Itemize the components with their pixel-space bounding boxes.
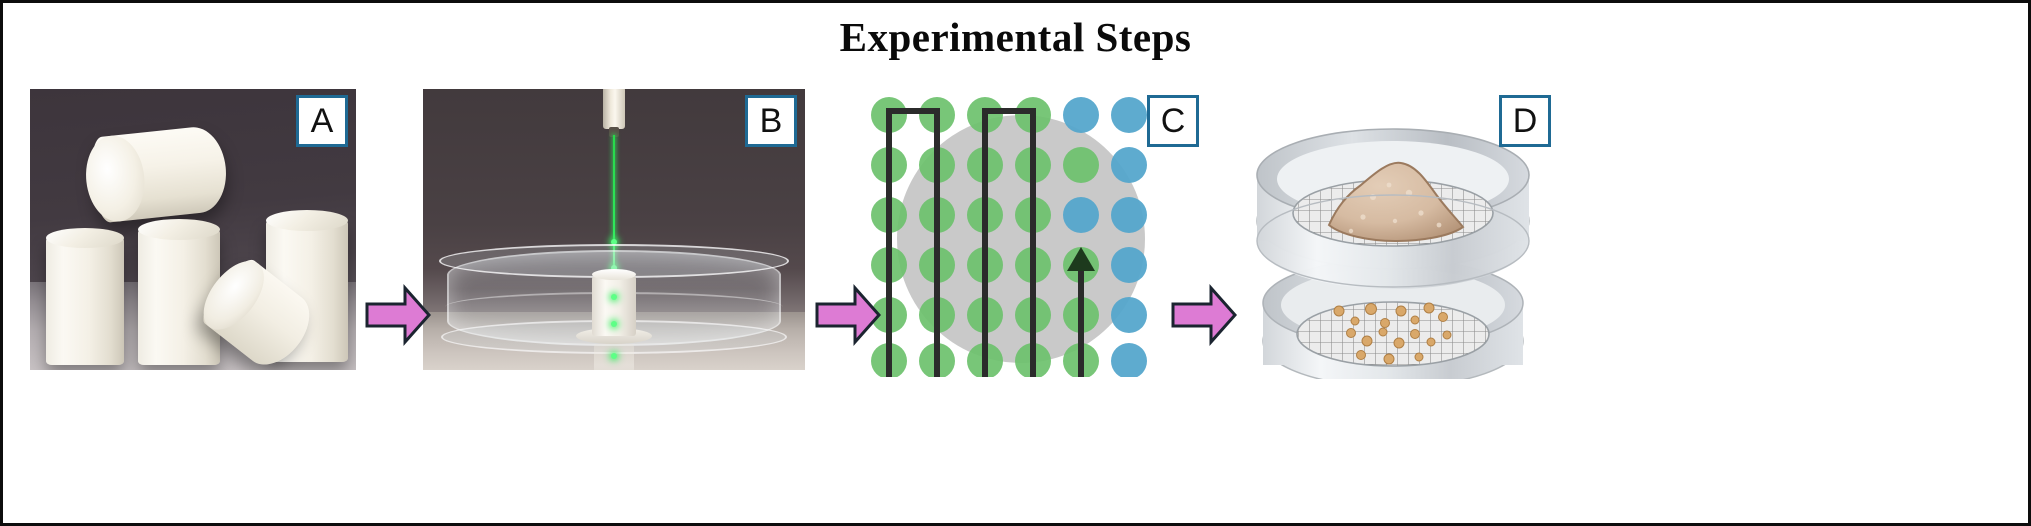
page-title: Experimental Steps	[839, 14, 1192, 60]
scan-direction-arrowhead	[1067, 247, 1095, 271]
panel-a[interactable]: A	[30, 89, 356, 370]
laser-probe-tip	[609, 127, 619, 137]
laser-scatter-point-1	[611, 239, 617, 245]
upper-sieve	[1256, 128, 1530, 289]
raster-scan-map	[869, 89, 1161, 377]
panel-label-c: C	[1147, 95, 1199, 147]
panel-label-b: B	[745, 95, 797, 147]
powder-pile	[1327, 161, 1465, 243]
panel-label-a: A	[296, 95, 348, 147]
cylinder-body	[46, 237, 124, 365]
cylinder-top-face	[138, 219, 220, 240]
sieved-granules	[1333, 302, 1452, 365]
panel-strip: A	[3, 89, 2028, 409]
laser-scatter-point-3	[611, 321, 617, 327]
arrow-c-to-d	[1171, 284, 1237, 346]
laser-impact-point	[611, 294, 617, 300]
arrow-b-to-c	[815, 284, 881, 346]
stacked-sieves-illustration	[1243, 89, 1543, 379]
arrow-a-to-b	[365, 284, 431, 346]
cylinder-specimen-in-dish	[592, 276, 636, 336]
panel-d[interactable]: D	[1243, 89, 1551, 379]
cylinder-top-face	[266, 210, 348, 231]
laser-probe-head	[603, 89, 625, 129]
laser-beam	[613, 135, 615, 289]
laser-scatter-point-4	[611, 353, 617, 359]
cylinder-specimen-lying-top	[81, 124, 231, 225]
panel-label-d: D	[1499, 95, 1551, 147]
cylinder-top-face	[46, 228, 124, 248]
cylinder-specimen-left	[46, 228, 124, 365]
panel-b-photograph	[423, 89, 805, 370]
panel-c[interactable]: C	[869, 89, 1199, 377]
unmeasured-points	[1063, 97, 1147, 377]
scan-path	[886, 108, 1084, 377]
panel-b[interactable]: B	[423, 89, 805, 370]
specimen-top-face	[592, 269, 636, 280]
